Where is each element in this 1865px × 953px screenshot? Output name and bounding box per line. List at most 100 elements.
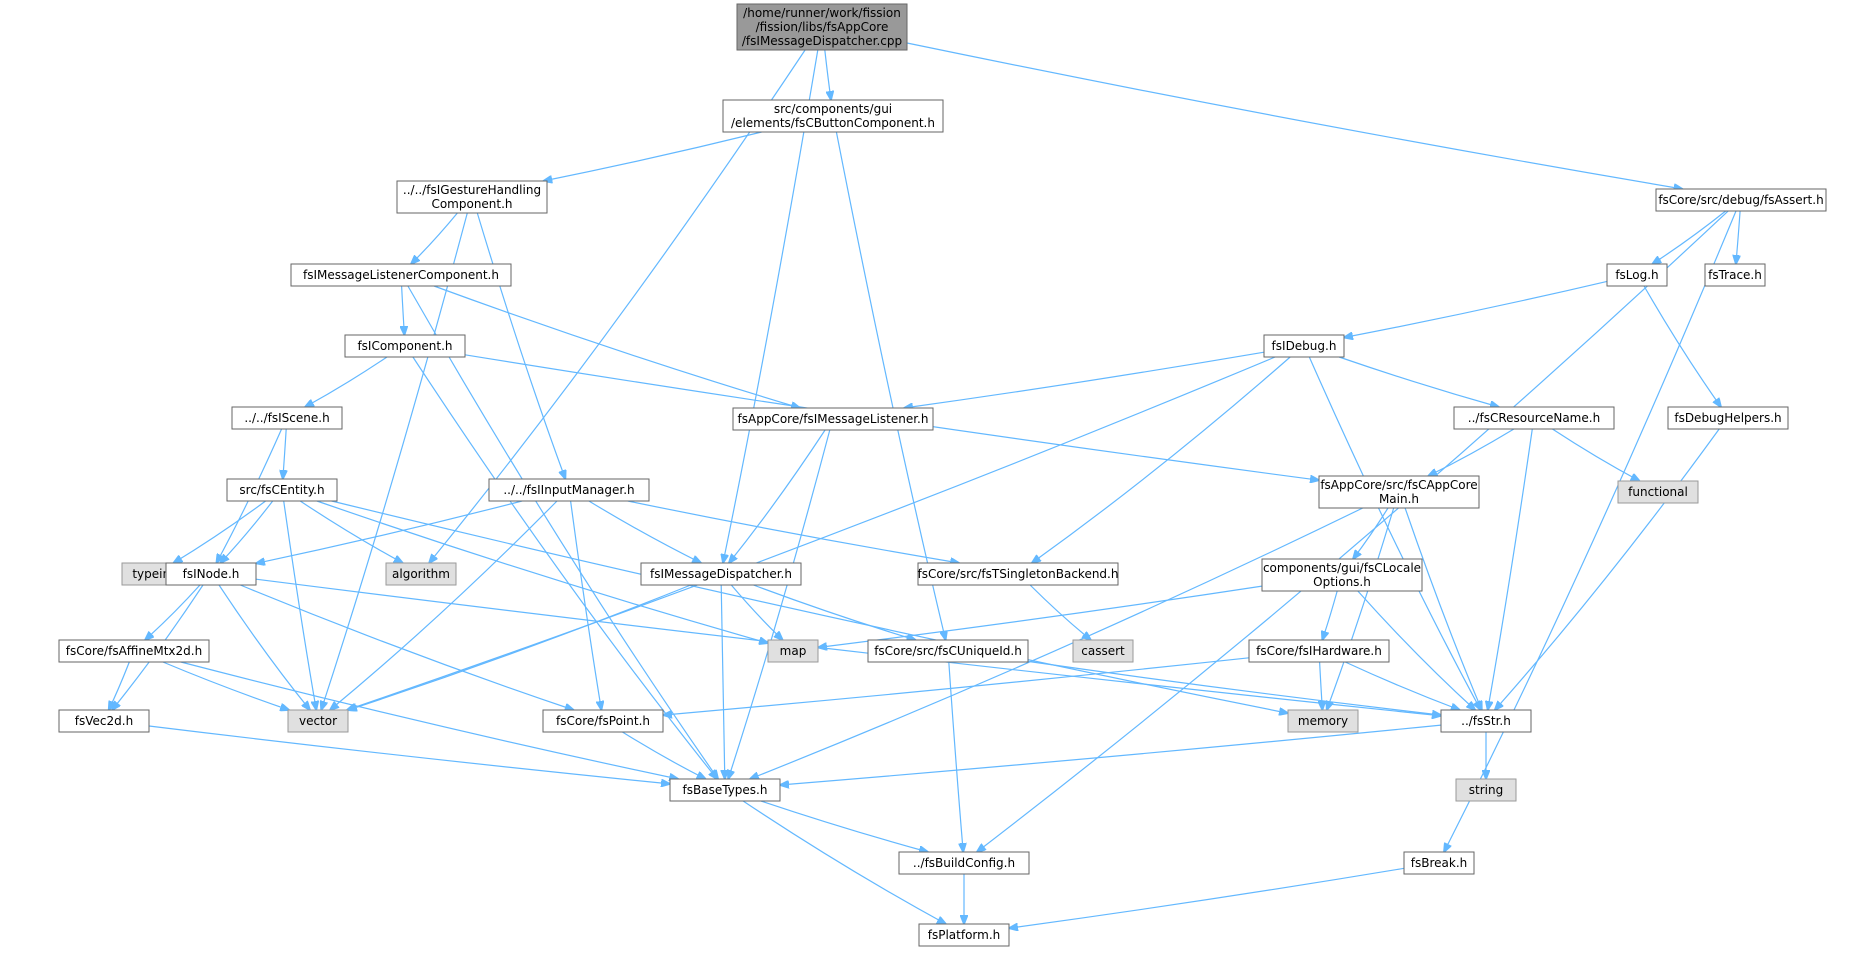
edge-basetypes-to-platform: [742, 800, 946, 924]
node-box-idebug: [1263, 334, 1345, 358]
edge-inputmgr-to-singleton: [627, 500, 959, 563]
edge-appmain-to-str: [1404, 507, 1482, 710]
edge-hardware-to-point: [663, 657, 1250, 715]
node-box-iscene: [231, 406, 343, 430]
node-mlc[interactable]: fsIMessageListenerComponent.h: [290, 263, 512, 287]
node-trace[interactable]: fsTrace.h: [1704, 263, 1766, 287]
node-imd[interactable]: fsIMessageDispatcher.h: [640, 562, 802, 586]
node-label-dbghelp: fsDebugHelpers.h: [1674, 411, 1781, 425]
node-label-singleton: fsCore/src/fsTSingletonBackend.h: [918, 567, 1119, 581]
edge-imd-to-vector: [348, 584, 692, 710]
node-box-vec2d: [58, 709, 150, 733]
node-affine[interactable]: fsCore/fsAffineMtx2d.h: [58, 639, 210, 663]
edge-inputmgr-to-vector: [330, 500, 558, 710]
node-box-root: [736, 3, 908, 51]
edge-mlc-to-icomp: [402, 285, 405, 335]
node-label-trace: fsTrace.h: [1708, 268, 1762, 282]
node-str[interactable]: ../fsStr.h: [1440, 709, 1532, 733]
edge-entity-to-inode: [220, 500, 274, 563]
node-vector: vector: [287, 709, 349, 733]
edge-idebug-to-str: [1308, 356, 1480, 710]
node-singleton[interactable]: fsCore/src/fsTSingletonBackend.h: [917, 562, 1119, 586]
edge-entity-to-map: [316, 500, 768, 643]
edge-entity-to-algorithm: [299, 500, 403, 563]
node-icomp[interactable]: fsIComponent.h: [344, 334, 466, 358]
node-box-inode: [165, 562, 257, 586]
node-entity[interactable]: src/fsCEntity.h: [226, 478, 338, 502]
edge-idebug-to-vector: [347, 356, 1276, 710]
node-break[interactable]: fsBreak.h: [1403, 851, 1475, 875]
node-btn[interactable]: src/components/gui/elements/fsCButtonCom…: [722, 99, 944, 133]
node-root[interactable]: /home/runner/work/fission/fission/libs/f…: [736, 3, 908, 51]
node-buildcfg[interactable]: ../fsBuildConfig.h: [898, 851, 1030, 875]
edge-locale-to-str: [1357, 590, 1475, 710]
edge-gesture-to-inputmgr: [476, 212, 565, 479]
node-label-icomp: fsIComponent.h: [357, 339, 452, 353]
node-box-mlc: [290, 263, 512, 287]
edge-basetypes-to-buildcfg: [760, 800, 928, 852]
node-box-iml: [732, 407, 934, 431]
node-box-str: [1440, 709, 1532, 733]
node-box-algorithm: [385, 562, 457, 586]
edge-appmain-to-memory: [1327, 507, 1395, 710]
node-label-functional: functional: [1628, 485, 1688, 499]
node-label-root: /fsIMessageDispatcher.cpp: [742, 34, 902, 48]
node-label-root: /home/runner/work/fission: [743, 6, 901, 20]
node-label-cassert: cassert: [1081, 644, 1125, 658]
edge-assert-to-buildcfg: [977, 210, 1729, 852]
edge-log-to-dbghelp: [1643, 285, 1721, 407]
node-dbghelp[interactable]: fsDebugHelpers.h: [1667, 406, 1789, 430]
edge-inode-to-str: [255, 578, 1441, 716]
edge-break-to-platform: [1009, 867, 1405, 928]
node-box-affine: [58, 639, 210, 663]
node-resname[interactable]: ../fsCResourceName.h: [1453, 406, 1615, 430]
node-box-break: [1403, 851, 1475, 875]
edge-gesture-to-mlc: [411, 212, 458, 264]
node-label-inode: fsINode.h: [183, 567, 240, 581]
node-platform[interactable]: fsPlatform.h: [918, 923, 1010, 947]
node-box-buildcfg: [898, 851, 1030, 875]
node-inputmgr[interactable]: ../../fsIInputManager.h: [488, 478, 650, 502]
node-box-point: [542, 709, 664, 733]
node-label-locale: components/gui/fsCLocale: [1263, 561, 1421, 575]
node-iml[interactable]: fsAppCore/fsIMessageListener.h: [732, 407, 934, 431]
node-box-btn: [722, 99, 944, 133]
node-box-inputmgr: [488, 478, 650, 502]
node-assert[interactable]: fsCore/src/debug/fsAssert.h: [1655, 188, 1827, 212]
node-label-vec2d: fsVec2d.h: [75, 714, 133, 728]
edge-mlc-to-iml: [433, 285, 800, 408]
node-label-imd: fsIMessageDispatcher.h: [650, 567, 792, 581]
edge-hardware-to-memory: [1320, 661, 1323, 710]
node-label-btn: src/components/gui: [774, 102, 892, 116]
node-point[interactable]: fsCore/fsPoint.h: [542, 709, 664, 733]
node-label-buildcfg: ../fsBuildConfig.h: [913, 856, 1015, 870]
node-basetypes[interactable]: fsBaseTypes.h: [669, 778, 781, 802]
edge-point-to-basetypes: [622, 731, 705, 779]
node-label-vector: vector: [299, 714, 337, 728]
node-box-appmain: [1318, 475, 1480, 509]
node-label-log: fsLog.h: [1615, 268, 1658, 282]
node-box-dbghelp: [1667, 406, 1789, 430]
node-memory: memory: [1287, 709, 1359, 733]
node-log[interactable]: fsLog.h: [1606, 263, 1668, 287]
node-vec2d[interactable]: fsVec2d.h: [58, 709, 150, 733]
node-box-cassert: [1072, 639, 1134, 663]
node-label-string: string: [1469, 783, 1503, 797]
node-label-idebug: fsIDebug.h: [1272, 339, 1337, 353]
node-uniqueid[interactable]: fsCore/src/fsCUniqueId.h: [867, 639, 1029, 663]
node-box-entity: [226, 478, 338, 502]
node-label-uniqueid: fsCore/src/fsCUniqueId.h: [874, 644, 1022, 658]
edge-iml-to-imd: [729, 429, 826, 563]
node-hardware[interactable]: fsCore/fsIHardware.h: [1248, 639, 1390, 663]
node-box-gesture: [396, 180, 548, 214]
edge-imd-to-basetypes: [720, 584, 725, 779]
node-iscene[interactable]: ../../fsIScene.h: [231, 406, 343, 430]
node-box-functional: [1617, 480, 1699, 504]
node-inode[interactable]: fsINode.h: [165, 562, 257, 586]
edge-resname-to-functional: [1552, 428, 1639, 481]
node-idebug[interactable]: fsIDebug.h: [1263, 334, 1345, 358]
